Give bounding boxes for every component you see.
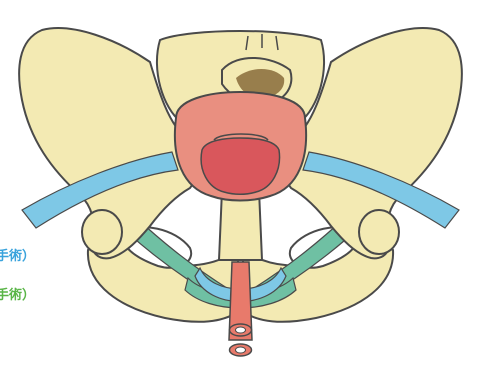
green-surgery-label: 手術） [0,289,35,302]
right-acetabulum [359,210,399,254]
urethra [229,262,252,356]
left-acetabulum [82,210,122,254]
blue-surgery-label: 手術） [0,250,35,263]
bladder [175,92,306,201]
